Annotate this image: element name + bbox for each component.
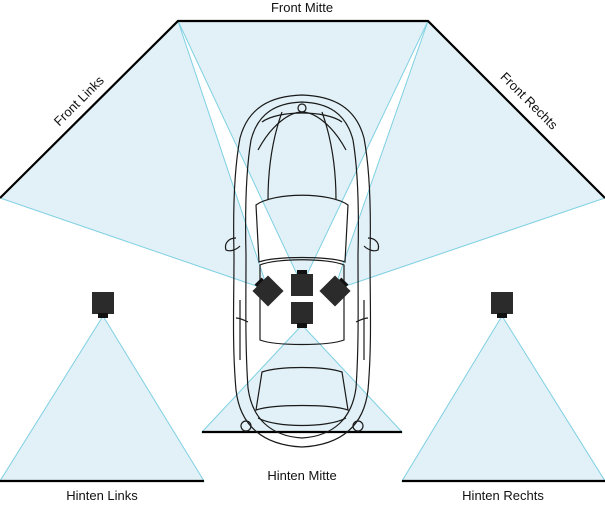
speaker-hinten-rechts-icon bbox=[491, 292, 513, 318]
coverage-hinten-rechts bbox=[401, 315, 605, 482]
front-wall bbox=[0, 19, 605, 199]
speakers bbox=[92, 270, 513, 328]
boundary-lines bbox=[0, 19, 605, 483]
speaker-hinten-mitte-icon bbox=[291, 302, 313, 328]
car-top-view-icon bbox=[224, 94, 380, 448]
coverage-hinten-links bbox=[0, 315, 205, 482]
speaker-front-mitte-icon bbox=[291, 270, 313, 296]
coverage-cones bbox=[0, 20, 605, 482]
speaker-hinten-links-icon bbox=[92, 292, 114, 318]
coverage-hinten-mitte bbox=[200, 324, 404, 433]
label-hinten-mitte: Hinten Mitte bbox=[267, 468, 336, 483]
label-hinten-rechts: Hinten Rechts bbox=[462, 488, 544, 503]
speaker-front-rechts-icon bbox=[319, 275, 351, 307]
speaker-front-links-icon bbox=[252, 275, 284, 307]
label-hinten-links: Hinten Links bbox=[66, 488, 138, 503]
label-front-mitte: Front Mitte bbox=[271, 0, 333, 15]
